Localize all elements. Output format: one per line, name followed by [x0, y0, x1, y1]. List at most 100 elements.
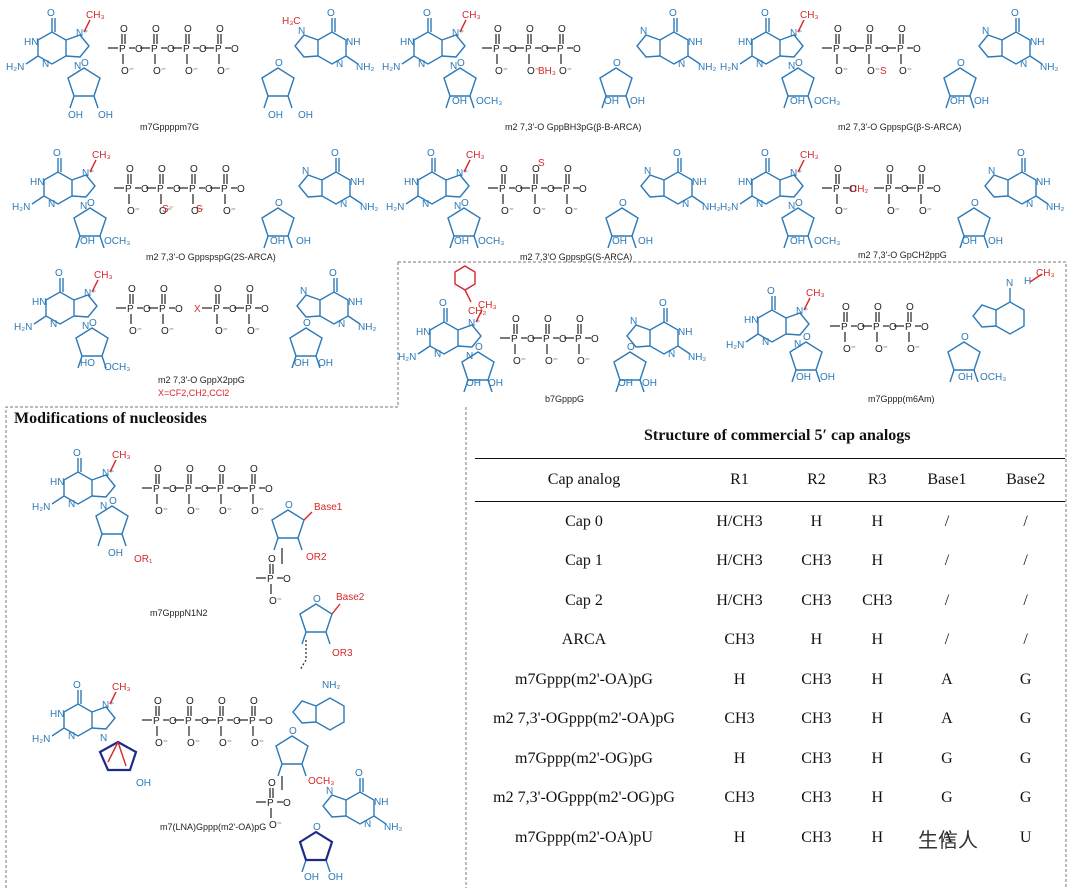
cell: CH3: [862, 591, 893, 609]
header-r3: R3: [846, 458, 908, 502]
table-title: Structure of commercial 5′ cap analogs: [644, 427, 911, 444]
cell: H: [871, 789, 883, 807]
caption-2s-arca: m2 7,3'-O GppspspG(2S-ARCA): [146, 252, 276, 262]
cell: H/CH3: [716, 591, 763, 609]
cell: /: [1023, 631, 1028, 649]
svg-text:S: S: [196, 204, 203, 215]
svg-text:OH: OH: [98, 110, 113, 121]
svg-text:OH: OH: [820, 372, 835, 383]
svg-text:OH: OH: [612, 236, 627, 247]
structure-m7gpppn1n2: OH OR₁ Base1 OR2 Base2 OR3: [31, 447, 365, 671]
cell: G: [941, 789, 953, 807]
caption-bs-arca: m2 7,3'-O GppspG(β-S-ARCA): [838, 122, 961, 132]
svg-text:OH: OH: [136, 778, 151, 789]
table-row: m7Gppp(m2'-OA)pU H CH3 H A U: [475, 818, 1065, 858]
svg-text:OR₁: OR₁: [134, 554, 153, 565]
cell: m2 7,3'-OGppp(m2'-OG)pG: [493, 789, 675, 807]
svg-text:HO: HO: [80, 358, 95, 369]
svg-text:OH: OH: [796, 372, 811, 383]
caption-m6am: m7Gppp(m6Am): [868, 394, 935, 404]
table-row: ARCA CH3 H H / /: [475, 621, 1065, 661]
svg-text:OCH₃: OCH₃: [104, 236, 130, 247]
caption-m7gppppm7g: m7Gppppm7G: [140, 122, 199, 132]
dashed-frame-right: [398, 261, 1067, 888]
cell: /: [944, 552, 950, 570]
header-r1: R1: [693, 458, 786, 502]
cell: H: [871, 631, 883, 649]
header-cap-analog: Cap analog: [475, 458, 693, 502]
table-row: Cap 0 H/CH3 H H / /: [475, 502, 1065, 542]
svg-text:OH: OH: [268, 110, 283, 121]
cell: H: [733, 749, 746, 767]
table-header-row: Cap analog R1 R2 R3 Base1 Base2: [475, 458, 1065, 502]
svg-text:OH: OH: [604, 96, 619, 107]
svg-text:OCH₃: OCH₃: [308, 776, 334, 787]
or2-label: OR2: [306, 552, 327, 563]
svg-text:OH: OH: [294, 358, 309, 369]
cell: /: [1023, 512, 1028, 530]
caption-s-arca: m2 7,3'O GppspG(S-ARCA): [520, 252, 632, 262]
cap-analog-table: Cap analog R1 R2 R3 Base1 Base2 Cap 0 H/…: [475, 458, 1065, 858]
svg-text:OCH₃: OCH₃: [980, 372, 1006, 383]
svg-text:OH: OH: [618, 378, 633, 389]
svg-text:OH: OH: [80, 236, 95, 247]
cell: H/CH3: [716, 552, 763, 570]
svg-text:OH: OH: [68, 110, 83, 121]
svg-text:OH: OH: [950, 96, 965, 107]
svg-text:OH: OH: [108, 548, 123, 559]
modifications-title: Modifications of nucleosides: [14, 410, 207, 427]
cell: A: [941, 710, 953, 728]
cell: CH3: [801, 670, 832, 688]
cell: m7Gppp(m2'-OA)pU: [515, 828, 653, 846]
cell: CH3: [801, 591, 832, 609]
cell: /: [944, 631, 950, 649]
header-r2: R2: [786, 458, 847, 502]
cell: Cap 0: [565, 512, 603, 530]
svg-text:OH: OH: [452, 96, 467, 107]
svg-text:CH₂: CH₂: [468, 306, 486, 317]
cell: H: [810, 631, 823, 649]
svg-text:CH₃: CH₃: [1036, 268, 1055, 279]
cell: H: [810, 512, 823, 530]
cell: /: [944, 512, 950, 530]
svg-text:OH: OH: [296, 236, 311, 247]
svg-text:OH: OH: [630, 96, 645, 107]
svg-text:OH: OH: [454, 236, 469, 247]
svg-text:OCH₃: OCH₃: [814, 236, 840, 247]
base1-label: Base1: [314, 502, 343, 513]
svg-text:OH: OH: [638, 236, 653, 247]
cell: H: [871, 749, 883, 767]
base2-label: Base2: [336, 592, 365, 603]
or3-label: OR3: [332, 648, 353, 659]
cell: m7Gppp(m2'-OG)pG: [515, 749, 653, 767]
cell: U: [1019, 828, 1032, 846]
cell: CH3: [801, 789, 832, 807]
cell: CH3: [724, 789, 755, 807]
table-row: m2 7,3'-OGppp(m2'-OA)pG CH3 CH3 H A G: [475, 700, 1065, 740]
svg-text:OH: OH: [488, 378, 503, 389]
table-row: Cap 1 H/CH3 CH3 H / /: [475, 542, 1065, 582]
cell: G: [941, 749, 953, 767]
svg-text:OH: OH: [790, 96, 805, 107]
svg-text:CH₂: CH₂: [850, 184, 868, 195]
cell: A: [941, 670, 953, 688]
svg-text:OH: OH: [988, 236, 1003, 247]
table-row: m7Gppp(m2'-OG)pG H CH3 H G G: [475, 739, 1065, 779]
svg-text:OH: OH: [298, 110, 313, 121]
cell: CH3: [801, 749, 832, 767]
cell: H/CH3: [716, 512, 763, 530]
svg-text:N: N: [1006, 278, 1013, 289]
svg-text:OH: OH: [318, 358, 333, 369]
svg-text:OH: OH: [642, 378, 657, 389]
cell: A: [941, 828, 953, 846]
